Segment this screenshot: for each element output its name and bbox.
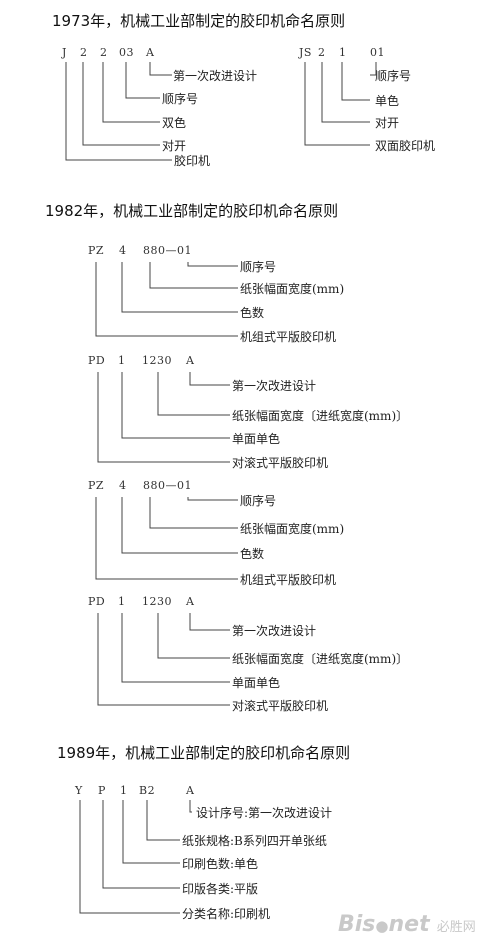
connector-d6-side [121, 613, 230, 683]
code-b2: B2 [139, 784, 156, 797]
label-sequence: 顺序号 [375, 69, 412, 83]
label-print-colors: 印刷色数:单色 [182, 857, 259, 871]
label-single-side-color: 单面单色 [232, 432, 281, 446]
connector-d7-1 [122, 800, 180, 864]
watermark-cn: 必胜网 [436, 920, 476, 935]
connector-d1-a [149, 62, 172, 76]
code-4: 4 [119, 479, 127, 492]
connector-d5-width [149, 497, 238, 529]
connector-d3-width [149, 262, 238, 289]
title-1982: 1982年，机械工业部制定的胶印机命名原则 [45, 202, 339, 220]
code-a: A [186, 784, 195, 797]
connector-d7-y [79, 800, 180, 914]
label-half-sheet: 对开 [162, 139, 187, 153]
label-perfecting-press: 对滚式平版胶印机 [232, 456, 329, 470]
connector-d5-seq [187, 497, 238, 501]
code-js: JS [299, 46, 312, 59]
label-half-sheet: 对开 [375, 116, 400, 130]
connector-d4-type [97, 372, 230, 463]
watermark-logo: Bis●net 必胜网 [338, 912, 476, 944]
label-unit-offset-press: 机组式平版胶印机 [240, 330, 337, 344]
code-1: 1 [118, 354, 126, 367]
connector-d6-a [189, 613, 230, 631]
code-880-01: 880—01 [143, 244, 192, 257]
code-4: 4 [119, 244, 127, 257]
label-paper-width: 纸张幅面宽度(mm) [240, 522, 345, 536]
connector-d2-01 [370, 62, 377, 76]
connector-d4-side [121, 372, 230, 439]
code-pz: PZ [88, 244, 105, 257]
code-1230: 1230 [142, 354, 172, 367]
label-plate-type: 印版各类:平版 [182, 882, 259, 896]
label-unit-offset-press: 机组式平版胶印机 [240, 573, 337, 587]
code-y: Y [75, 784, 83, 797]
label-paper-width: 纸张幅面宽度(mm) [240, 282, 345, 296]
code-2-b: 2 [100, 46, 108, 59]
label-feed-width: 纸张幅面宽度〔进纸宽度(mm)〕 [232, 409, 409, 423]
label-single-color: 单色 [375, 94, 400, 108]
label-first-revision: 第一次改进设计 [232, 379, 317, 393]
label-color-count: 色数 [240, 306, 265, 320]
label-duplex-press: 双面胶印机 [375, 139, 436, 153]
label-first-revision: 第一次改进设计 [232, 624, 317, 638]
connector-d3-type [95, 262, 238, 337]
connector-d4-width [157, 372, 230, 416]
connector-d7-b2 [146, 800, 180, 841]
connector-d2-2 [321, 62, 370, 123]
connector-d1-03 [125, 62, 160, 99]
connector-d1-j [65, 62, 172, 161]
code-03: 03 [119, 46, 134, 59]
code-880-01: 880—01 [143, 479, 192, 492]
code-a: A [186, 354, 195, 367]
connector-d7-a [189, 800, 192, 813]
label-color-count: 色数 [240, 547, 265, 561]
connector-d3-color [121, 262, 238, 313]
title-1973: 1973年，机械工业部制定的胶印机命名原则 [52, 12, 346, 30]
connector-d1-2a [82, 62, 160, 146]
label-perfecting-press: 对滚式平版胶印机 [232, 699, 329, 713]
code-pd: PD [88, 354, 106, 367]
code-01: 01 [370, 46, 385, 59]
code-1: 1 [339, 46, 347, 59]
code-1: 1 [118, 595, 126, 608]
connector-d3-seq [187, 262, 238, 267]
label-sequence: 顺序号 [240, 260, 277, 274]
watermark-text: Bis●net [338, 912, 430, 937]
connector-d5-type [95, 497, 238, 580]
code-2-a: 2 [80, 46, 88, 59]
label-category-name: 分类名称:印刷机 [182, 907, 271, 921]
label-first-revision: 第一次改进设计 [173, 69, 258, 83]
connector-d6-width [157, 613, 230, 659]
connector-d5-color [121, 497, 238, 554]
code-pz: PZ [88, 479, 105, 492]
code-a: A [146, 46, 155, 59]
label-offset-press: 胶印机 [174, 154, 211, 168]
code-p: P [98, 784, 106, 797]
connector-d2-js [304, 62, 370, 146]
label-two-color: 双色 [162, 116, 187, 130]
code-1230: 1230 [142, 595, 172, 608]
code-j: J [62, 46, 67, 59]
label-single-side-color: 单面单色 [232, 676, 281, 690]
code-1: 1 [120, 784, 128, 797]
connector-d6-type [97, 613, 230, 706]
label-feed-width: 纸张幅面宽度〔进纸宽度(mm)〕 [232, 652, 409, 666]
label-sequence: 顺序号 [162, 92, 199, 106]
connector-d7-p [102, 800, 180, 889]
code-a: A [186, 595, 195, 608]
code-2: 2 [318, 46, 326, 59]
title-1989: 1989年，机械工业部制定的胶印机命名原则 [57, 744, 351, 762]
label-sequence: 顺序号 [240, 494, 277, 508]
label-paper-spec: 纸张规格:B系列四开单张纸 [182, 834, 327, 848]
label-design-sequence: 设计序号:第一次改进设计 [196, 806, 333, 820]
connector-d4-a [189, 372, 230, 386]
connector-d2-1 [341, 62, 370, 101]
connector-d1-2b [102, 62, 160, 123]
code-pd: PD [88, 595, 106, 608]
